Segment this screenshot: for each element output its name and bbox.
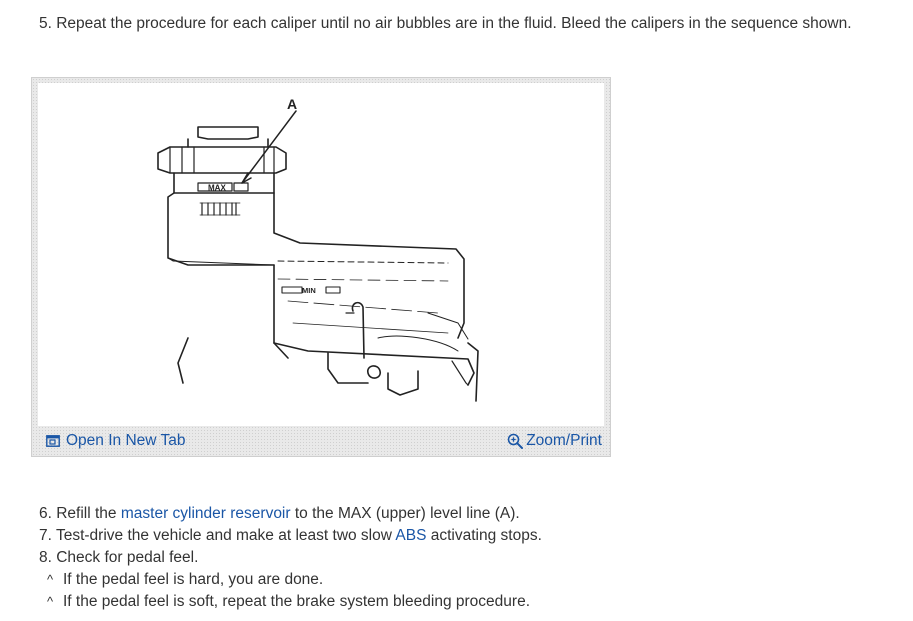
zoom-print-label[interactable]: Zoom/Print bbox=[526, 432, 602, 449]
max-mark-label: MAX bbox=[208, 184, 226, 193]
step-7: 7. Test-drive the vehicle and make at le… bbox=[39, 525, 542, 547]
step-7-suffix: activating stops. bbox=[426, 527, 542, 544]
cap-top bbox=[197, 126, 259, 140]
step-6-suffix: to the MAX (upper) level line (A). bbox=[290, 505, 520, 522]
min-mark-label: MIN bbox=[302, 286, 316, 295]
sub-item-soft: ^ If the pedal feel is soft, repeat the b… bbox=[39, 591, 542, 613]
figure-footer: Open In New Tab Zoom/Print bbox=[32, 430, 610, 452]
callout-a: A bbox=[287, 96, 297, 112]
abs-link[interactable]: ABS bbox=[395, 527, 427, 544]
cap-ring bbox=[157, 146, 287, 174]
instruction-steps: 6. Refill the master cylinder reservoir … bbox=[39, 503, 542, 613]
zoom-print-link[interactable]: Zoom/Print bbox=[507, 432, 602, 450]
caret-icon: ^ bbox=[47, 572, 54, 587]
open-in-new-tab-link[interactable]: Open In New Tab bbox=[46, 432, 185, 450]
reservoir-diagram: MAX MIN bbox=[38, 83, 604, 426]
sub-item-hard: ^ If the pedal feel is hard, you are done… bbox=[39, 569, 542, 591]
figure-panel: MAX MIN bbox=[31, 77, 611, 457]
caret-icon: ^ bbox=[47, 594, 54, 609]
reservoir-illustration: MAX MIN bbox=[157, 96, 479, 402]
magnifier-icon bbox=[507, 433, 524, 449]
step-8: 8. Check for pedal feel. bbox=[39, 549, 199, 566]
sub-item-soft-text: If the pedal feel is soft, repeat the br… bbox=[63, 593, 530, 610]
open-in-new-tab-label[interactable]: Open In New Tab bbox=[66, 432, 186, 449]
step-6: 6. Refill the master cylinder reservoir … bbox=[39, 503, 542, 525]
open-in-new-tab-icon bbox=[46, 435, 60, 447]
master-cylinder-reservoir-link[interactable]: master cylinder reservoir bbox=[120, 505, 291, 522]
step-5-text: 5. Repeat the procedure for each caliper… bbox=[39, 15, 852, 32]
sub-item-hard-text: If the pedal feel is hard, you are done. bbox=[63, 571, 324, 588]
step-6-prefix: 6. Refill the bbox=[39, 505, 121, 522]
step-7-prefix: 7. Test-drive the vehicle and make at le… bbox=[39, 527, 396, 544]
